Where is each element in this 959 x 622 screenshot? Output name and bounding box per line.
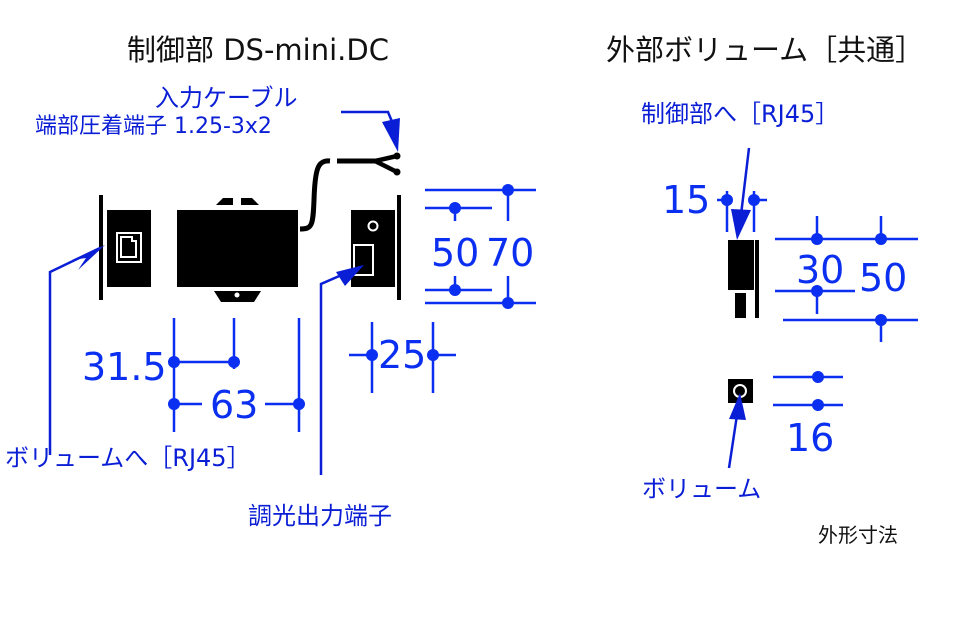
crimp-terminal-label: 端部圧着端子 1.25-3x2 bbox=[35, 114, 272, 139]
volume-label: ボリューム bbox=[642, 475, 761, 503]
volume-rj45-leader bbox=[48, 245, 105, 455]
controller-top-view bbox=[177, 198, 298, 302]
input-cable bbox=[299, 152, 401, 232]
volume-height-dimensions bbox=[775, 216, 918, 342]
rj45-port-icon bbox=[116, 232, 142, 263]
dim-volume-knob: 16 bbox=[786, 416, 834, 460]
cable-leader-arrow bbox=[341, 110, 400, 152]
dim-volume-outer-height: 50 bbox=[859, 256, 907, 300]
dim-width: 63 bbox=[210, 383, 258, 427]
controller-right-end-view bbox=[351, 195, 401, 300]
volume-knob-dimension bbox=[773, 371, 843, 411]
controller-title: 制御部 DS-mini.DC bbox=[127, 33, 389, 67]
dimming-output-label: 調光出力端子 bbox=[248, 502, 392, 530]
dim-depth: 25 bbox=[378, 333, 426, 377]
caption: 外形寸法 bbox=[818, 523, 898, 547]
volume-side-view bbox=[728, 240, 759, 318]
input-cable-label: 入力ケーブル bbox=[155, 84, 298, 112]
dim-volume-depth: 15 bbox=[662, 178, 710, 222]
volume-title: 外部ボリューム［共通］ bbox=[606, 33, 924, 67]
volume-leader bbox=[727, 393, 746, 469]
dim-volume-inner-height: 30 bbox=[796, 248, 844, 292]
width-dimension-lines bbox=[168, 318, 305, 432]
to-controller-label: 制御部へ［RJ45］ bbox=[641, 100, 839, 128]
dim-outer-height: 70 bbox=[486, 231, 534, 275]
dim-inner-height: 50 bbox=[431, 231, 479, 275]
dim-half-width: 31.5 bbox=[82, 345, 167, 389]
controller-left-end-view bbox=[99, 195, 151, 300]
dimming-output-leader bbox=[319, 265, 364, 475]
depth-dimension-lines bbox=[349, 322, 456, 393]
volume-rj45-label: ボリュームへ［RJ45］ bbox=[5, 444, 251, 472]
volume-depth-dimension bbox=[717, 191, 767, 232]
to-controller-leader bbox=[731, 147, 751, 240]
height-dimension-lines bbox=[425, 184, 536, 309]
